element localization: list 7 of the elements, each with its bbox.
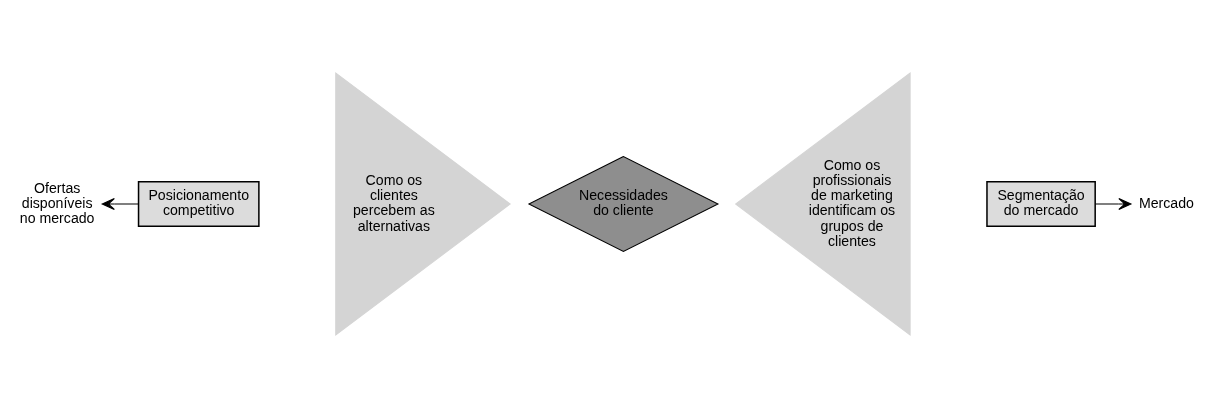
node-box: Posicionamento competitivo xyxy=(137,180,260,227)
arrow xyxy=(101,197,139,210)
node-text: Ofertas disponíveis no mercado xyxy=(19,179,95,226)
node-diamond: Necessidades do cliente xyxy=(527,155,720,252)
arrow xyxy=(1094,197,1132,210)
node-text: Mercado xyxy=(1138,194,1194,211)
node-box: Segmentação do mercado xyxy=(986,180,1096,227)
